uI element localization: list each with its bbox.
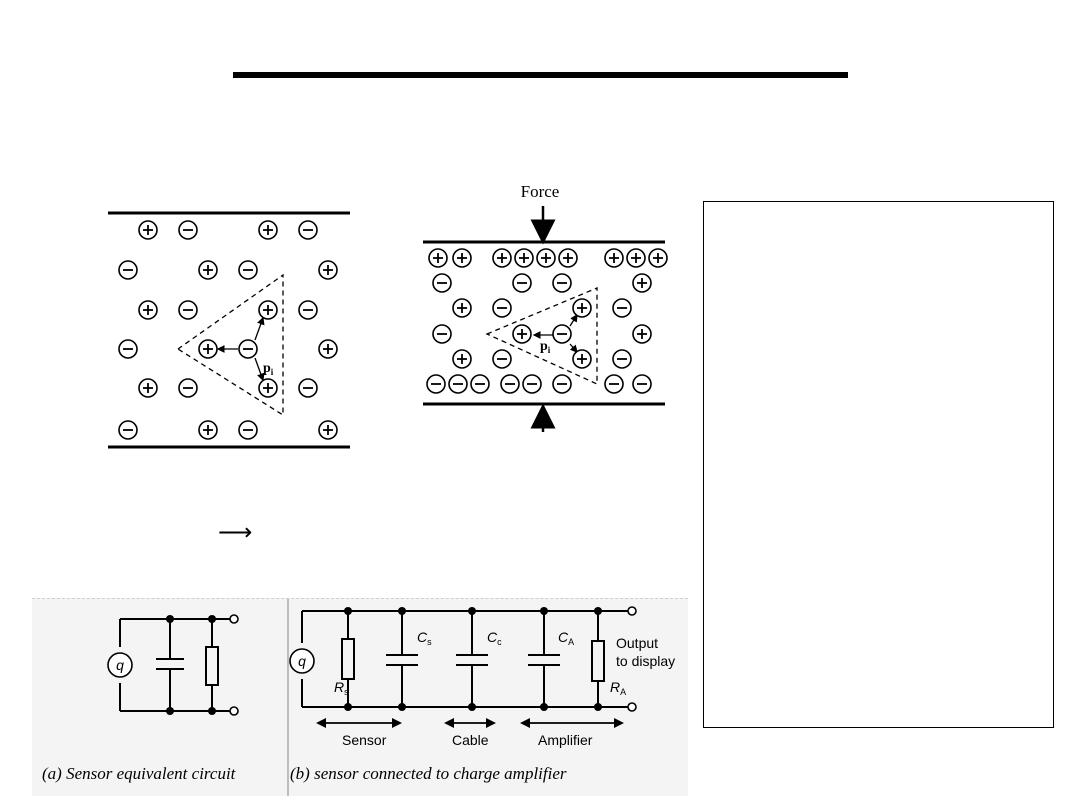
left-bond-down bbox=[254, 357, 265, 382]
negative-ion bbox=[426, 374, 446, 394]
positive-ion bbox=[138, 220, 158, 240]
negative-ion bbox=[238, 420, 258, 440]
label-cc: Cc bbox=[487, 629, 502, 647]
positive-ion bbox=[632, 324, 652, 344]
negative-ion bbox=[298, 378, 318, 398]
negative-ion bbox=[604, 374, 624, 394]
negative-ion bbox=[298, 220, 318, 240]
positive-ion bbox=[428, 248, 448, 268]
left-dipole-label: pi bbox=[263, 361, 274, 377]
positive-ion bbox=[198, 260, 218, 280]
left-unit-cell-triangle bbox=[176, 273, 284, 417]
positive-ion bbox=[626, 248, 646, 268]
circuit-panel: q q Cs Cc CA Rs RA Output to display Sen… bbox=[32, 598, 688, 796]
negative-ion bbox=[512, 273, 532, 293]
positive-ion bbox=[452, 298, 472, 318]
negative-ion bbox=[298, 300, 318, 320]
source-label-b: q bbox=[298, 653, 306, 669]
positive-ion bbox=[648, 248, 668, 268]
charge-source-b bbox=[289, 648, 315, 674]
circuit-diagram: q q bbox=[107, 599, 637, 796]
left-bond-up bbox=[254, 316, 265, 341]
right-bond-down bbox=[569, 343, 578, 353]
output-label-line2: to display bbox=[616, 653, 676, 669]
negative-ion bbox=[448, 374, 468, 394]
output-label-line1: Output bbox=[616, 635, 659, 651]
negative-ion bbox=[178, 378, 198, 398]
positive-ion bbox=[536, 248, 556, 268]
label-ca: CA bbox=[558, 629, 575, 647]
positive-ion bbox=[198, 420, 218, 440]
negative-ion bbox=[470, 374, 490, 394]
positive-ion bbox=[572, 349, 592, 369]
label-rs: Rs bbox=[334, 679, 349, 697]
negative-ion bbox=[612, 349, 632, 369]
section-amplifier: Amplifier bbox=[538, 732, 593, 748]
negative-ion bbox=[178, 300, 198, 320]
caption-b: (b) sensor connected to charge amplifier bbox=[290, 764, 567, 783]
negative-ion bbox=[632, 374, 652, 394]
positive-ion bbox=[318, 420, 338, 440]
title-underline bbox=[233, 72, 848, 78]
negative-ion bbox=[492, 298, 512, 318]
negative-ion bbox=[612, 298, 632, 318]
ion-charges bbox=[118, 220, 668, 440]
negative-ion bbox=[432, 273, 452, 293]
positive-ion bbox=[452, 248, 472, 268]
negative-ion bbox=[500, 374, 520, 394]
negative-ion bbox=[238, 260, 258, 280]
positive-ion bbox=[632, 273, 652, 293]
positive-ion bbox=[572, 298, 592, 318]
negative-ion bbox=[118, 420, 138, 440]
positive-ion bbox=[514, 248, 534, 268]
positive-ion bbox=[138, 300, 158, 320]
positive-ion bbox=[558, 248, 578, 268]
charge-source-a bbox=[107, 652, 133, 678]
crystal-diagram: pi pi bbox=[108, 206, 668, 449]
positive-ion bbox=[318, 339, 338, 359]
positive-ion bbox=[138, 378, 158, 398]
content-box bbox=[703, 201, 1054, 728]
negative-ion bbox=[492, 349, 512, 369]
negative-ion bbox=[552, 374, 572, 394]
positive-ion bbox=[258, 378, 278, 398]
right-bond-up bbox=[569, 313, 578, 327]
positive-ion bbox=[198, 339, 218, 359]
positive-ion bbox=[604, 248, 624, 268]
source-label-a: q bbox=[116, 657, 124, 673]
label-cs: Cs bbox=[417, 629, 432, 647]
right-dipole-label: pi bbox=[540, 339, 551, 355]
positive-ion bbox=[492, 248, 512, 268]
section-sensor: Sensor bbox=[342, 732, 387, 748]
negative-ion bbox=[432, 324, 452, 344]
positive-ion bbox=[512, 324, 532, 344]
negative-ion bbox=[522, 374, 542, 394]
arrow-symbol: ⟶ bbox=[218, 520, 253, 546]
negative-ion bbox=[118, 339, 138, 359]
negative-ion bbox=[178, 220, 198, 240]
section-cable: Cable bbox=[452, 732, 489, 748]
negative-ion bbox=[118, 260, 138, 280]
positive-ion bbox=[258, 220, 278, 240]
force-label: Force bbox=[520, 182, 560, 201]
negative-ion bbox=[238, 339, 258, 359]
positive-ion bbox=[452, 349, 472, 369]
caption-a: (a) Sensor equivalent circuit bbox=[42, 764, 236, 783]
negative-ion bbox=[552, 324, 572, 344]
label-ra: RA bbox=[610, 679, 627, 697]
negative-ion bbox=[552, 273, 572, 293]
positive-ion bbox=[258, 300, 278, 320]
positive-ion bbox=[318, 260, 338, 280]
